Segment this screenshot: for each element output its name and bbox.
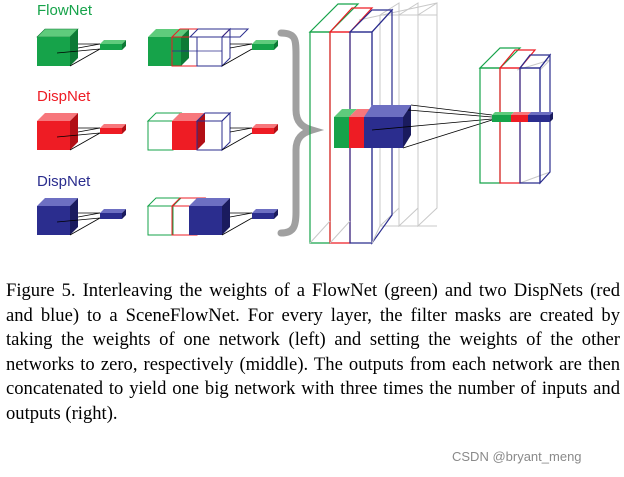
dispnet-red-label: DispNet xyxy=(37,88,91,105)
combine-brace xyxy=(277,29,325,237)
sceneflownet-output-layer xyxy=(478,47,553,185)
dispnet-red-left-block xyxy=(37,113,126,151)
dispnet-blue-label: DispNet xyxy=(37,173,91,190)
dispnet-blue-mid-block xyxy=(146,197,278,236)
flownet-mid-block xyxy=(148,27,278,68)
figure-caption: Figure 5. Interleaving the weights of a … xyxy=(6,280,620,424)
diagram-canvas xyxy=(36,2,553,245)
dispnet-blue-left-block xyxy=(37,198,126,236)
sceneflownet-big-layer xyxy=(308,2,438,245)
flownet-left-block xyxy=(36,28,126,67)
output-connections xyxy=(371,104,493,149)
dispnet-red-mid-block xyxy=(146,111,278,152)
flownet-label: FlowNet xyxy=(37,2,93,19)
network-diagram: FlowNet DispNet DispNet xyxy=(36,2,553,245)
csdn-watermark: CSDN @bryant_meng xyxy=(452,449,582,464)
